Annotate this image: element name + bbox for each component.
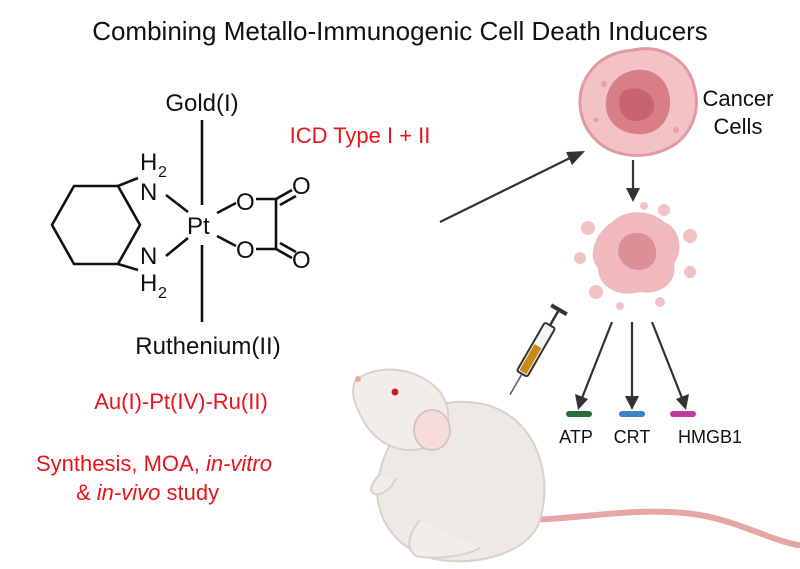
mouse-ear xyxy=(413,409,451,451)
cyclohexane-ring xyxy=(50,184,142,266)
amine-bottom-subscript: 2 xyxy=(158,285,167,302)
arrow-to-cancer-cell xyxy=(439,151,585,223)
arrow-to-atp xyxy=(580,321,614,399)
bond-pt-o-top xyxy=(216,201,237,215)
bond-n-pt-top xyxy=(165,193,189,214)
study-line-1-italic: in-vitro xyxy=(206,451,272,476)
atp-label: ATP xyxy=(559,427,593,447)
atp-marker xyxy=(566,411,592,417)
study-line-1-plain: Synthesis, MOA, xyxy=(36,451,206,476)
study-line-2-italic: in-vivo xyxy=(97,480,161,505)
crt-marker xyxy=(619,411,645,417)
cancer-label-line-2: Cells xyxy=(714,114,763,139)
arrow-to-hmgb1 xyxy=(650,321,684,399)
amine-bottom-h: H xyxy=(140,270,157,297)
amine-bottom-n: N xyxy=(140,243,157,270)
cancer-cell-icon xyxy=(578,47,698,157)
chemical-structure xyxy=(50,120,297,322)
mouse-illustration xyxy=(352,368,800,563)
carbonyl-oxygen-bottom: O xyxy=(292,247,311,274)
mouse-tail xyxy=(517,508,800,548)
hmgb1-marker xyxy=(670,411,696,417)
study-line-2-suffix: study xyxy=(160,480,219,505)
figure-title: Combining Metallo-Immunogenic Cell Death… xyxy=(92,16,708,46)
arrow-to-dying-cell xyxy=(626,160,640,202)
study-line-2-prefix: & xyxy=(76,480,97,505)
ruthenium-label: Ruthenium(II) xyxy=(135,333,280,360)
study-line-1: Synthesis, MOA, in-vitro xyxy=(36,451,272,476)
icd-type-label: ICD Type I + II xyxy=(290,123,431,148)
platinum-label: Pt xyxy=(187,213,210,240)
oxygen-top: O xyxy=(236,189,255,216)
mouse-hind-leg xyxy=(408,519,481,559)
carbonyl-oxygen-top: O xyxy=(292,173,311,200)
hmgb1-label: HMGB1 xyxy=(678,427,742,447)
mouse-front-paw xyxy=(370,475,397,496)
compound-label: Au(I)-Pt(IV)-Ru(II) xyxy=(94,389,268,414)
bond-carbonyl-bottom-a xyxy=(275,247,293,260)
crt-label: CRT xyxy=(614,427,651,447)
cancer-label-line-1: Cancer xyxy=(703,86,774,111)
bond-carbonyl-top-a xyxy=(275,188,293,201)
gold-label: Gold(I) xyxy=(165,90,238,117)
atom-labels: Gold(I) Ruthenium(II) H 2 N N H 2 Pt O O… xyxy=(135,90,310,360)
study-line-2: & in-vivo study xyxy=(76,480,219,505)
bond-n-pt-bottom xyxy=(165,236,189,258)
dying-cancer-cell-icon xyxy=(574,202,697,310)
amine-top-h: H xyxy=(140,149,157,176)
damp-arrows xyxy=(580,321,684,399)
syringe-icon xyxy=(509,303,568,396)
amine-top-subscript: 2 xyxy=(158,164,167,181)
mouse-eye xyxy=(391,388,399,396)
amine-top-n: N xyxy=(140,179,157,206)
oxygen-bottom: O xyxy=(236,237,255,264)
damp-arrowheads xyxy=(575,394,689,410)
bond-pt-o-bottom xyxy=(216,234,237,248)
bond-ring-n-top xyxy=(117,176,139,188)
bond-carbonyl-top-b xyxy=(279,194,297,207)
bond-ring-n-bottom xyxy=(117,262,139,272)
mouse-nose xyxy=(355,376,361,382)
bond-carbonyl-bottom-b xyxy=(279,241,297,254)
